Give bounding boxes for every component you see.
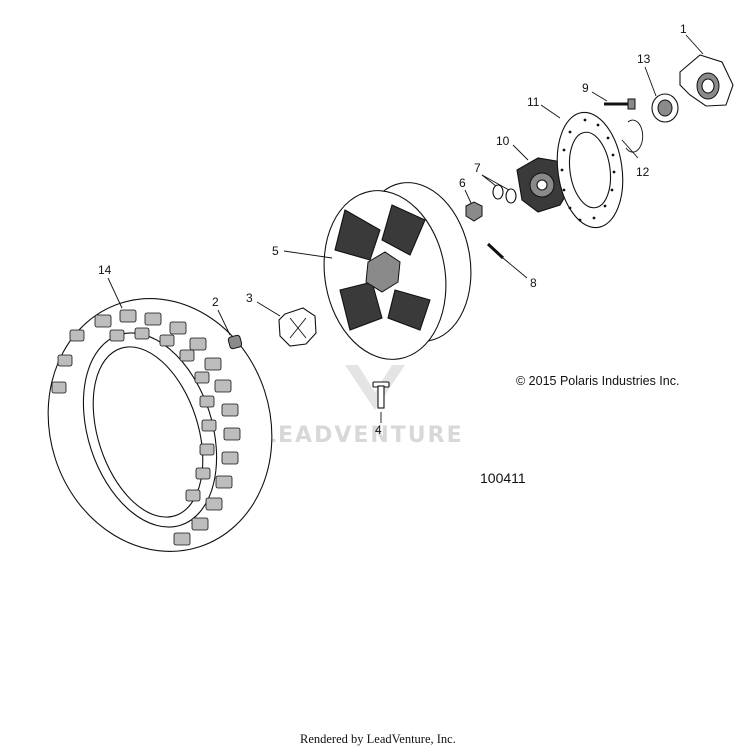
leader-lines [107,34,704,423]
wheel-rim-part[interactable] [311,174,483,369]
callouts: 14 2 3 4 5 6 7 8 9 10 11 12 13 1 [98,22,687,437]
bolt-part[interactable] [604,98,636,110]
reference-number: 100411 [480,470,526,486]
callout-10: 10 [496,134,510,148]
callout-13: 13 [637,52,651,66]
tire-part[interactable] [16,269,304,580]
valve-stem-part[interactable] [227,334,243,350]
center-cap-part[interactable] [278,307,317,347]
watermark: LEADVENTURE [262,365,464,448]
callout-1: 1 [680,22,687,36]
callout-9: 9 [582,81,589,95]
snap-ring-part[interactable] [625,119,644,153]
brake-disc-part[interactable] [550,108,630,232]
callout-2: 2 [212,295,219,309]
watermark-logo-icon [345,365,405,410]
copyright-text: © 2015 Polaris Industries Inc. [516,374,679,388]
callout-12: 12 [636,165,650,179]
callout-4: 4 [375,423,382,437]
callout-11: 11 [527,95,540,109]
washer-part[interactable] [492,184,517,204]
watermark-text: LEADVENTURE [262,423,464,448]
callout-5: 5 [272,244,279,258]
callout-6: 6 [459,176,466,190]
footer-text: Rendered by LeadVenture, Inc. [300,732,456,746]
callout-8: 8 [530,276,537,290]
hub-nut-part[interactable] [465,201,483,222]
cotter-pin-part[interactable] [486,242,505,260]
bearing-part[interactable] [651,93,679,123]
knuckle-part[interactable] [679,54,734,107]
lug-bolt-part[interactable] [372,381,390,409]
callout-3: 3 [246,291,253,305]
callout-7: 7 [474,161,481,175]
callout-14: 14 [98,263,112,277]
